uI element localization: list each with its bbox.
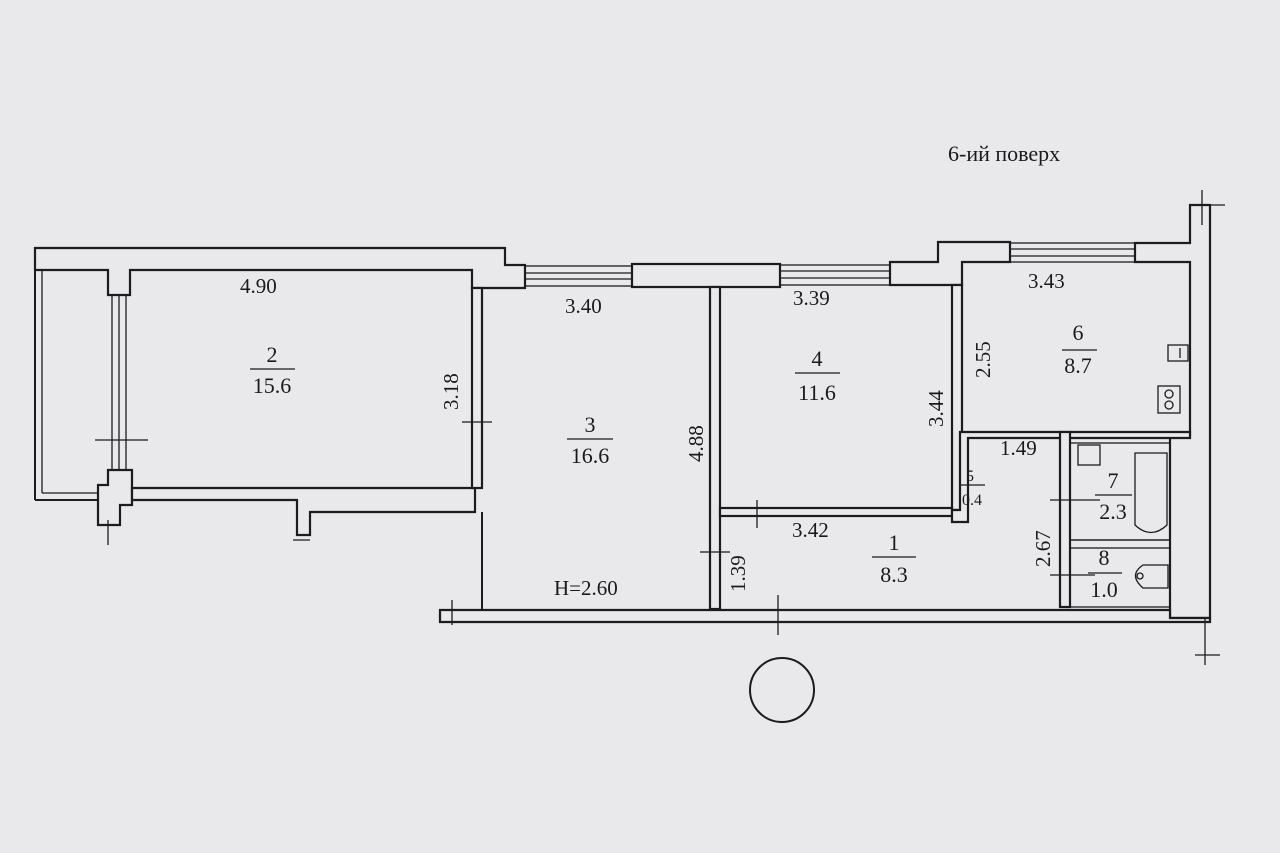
balcony bbox=[34, 270, 148, 545]
bathtub-icon bbox=[1134, 452, 1168, 534]
window bbox=[1009, 242, 1136, 263]
room-number: 6 bbox=[1073, 320, 1084, 345]
room-area: 2.3 bbox=[1099, 499, 1127, 524]
room-area: 0.4 bbox=[962, 492, 982, 509]
room-5-label: 5 0.4 bbox=[960, 468, 985, 509]
dim-room1-depth: 1.39 bbox=[726, 555, 750, 592]
room-number: 5 bbox=[966, 468, 974, 485]
dim-room2-depth: 3.18 bbox=[439, 373, 463, 410]
dim-room1-width: 3.42 bbox=[792, 518, 829, 542]
washbasin-icon bbox=[1077, 444, 1101, 466]
stove-icon bbox=[1157, 385, 1181, 414]
fixtures bbox=[1077, 344, 1189, 589]
room-area: 15.6 bbox=[253, 373, 292, 398]
dim-hall-width: 1.49 bbox=[1000, 436, 1037, 460]
room-area: 1.0 bbox=[1090, 577, 1118, 602]
room-3-label: 3 16.6 bbox=[567, 412, 613, 468]
dimension-labels: 4.90 3.18 3.40 4.88 3.39 3.44 3.43 2.55 … bbox=[240, 269, 1065, 600]
sink-icon bbox=[1167, 344, 1189, 362]
room-1-label: 1 8.3 bbox=[872, 530, 916, 587]
toilet-icon bbox=[1134, 564, 1169, 589]
room-area: 8.3 bbox=[880, 562, 908, 587]
dim-room6-width: 3.43 bbox=[1028, 269, 1065, 293]
room-4-label: 4 11.6 bbox=[795, 346, 840, 405]
dim-room6-depth: 2.55 bbox=[971, 341, 995, 378]
dim-room3-depth: 4.88 bbox=[684, 425, 708, 462]
room-labels: 2 15.6 3 16.6 4 11.6 6 8.7 5 0.4 7 2.3 bbox=[250, 320, 1132, 602]
dim-bath-depth: 2.67 bbox=[1031, 530, 1055, 567]
window bbox=[779, 264, 891, 286]
room-8-label: 8 1.0 bbox=[1088, 545, 1122, 602]
floor-label: 6-ий поверх bbox=[948, 141, 1060, 166]
dim-room3-width: 3.40 bbox=[565, 294, 602, 318]
room-number: 4 bbox=[812, 346, 823, 371]
room-7-label: 7 2.3 bbox=[1095, 468, 1132, 524]
room-6-label: 6 8.7 bbox=[1062, 320, 1097, 378]
stamp-circle bbox=[749, 657, 815, 723]
dim-room4-depth: 3.44 bbox=[924, 390, 948, 427]
window bbox=[524, 265, 633, 287]
dim-room4-width: 3.39 bbox=[793, 286, 830, 310]
room-number: 8 bbox=[1099, 545, 1110, 570]
dim-room2-width: 4.90 bbox=[240, 274, 277, 298]
ceiling-height: H=2.60 bbox=[554, 576, 618, 600]
room-number: 1 bbox=[889, 530, 900, 555]
room-2-label: 2 15.6 bbox=[250, 342, 295, 398]
room-number: 3 bbox=[585, 412, 596, 437]
room-number: 2 bbox=[267, 342, 278, 367]
walls bbox=[33, 190, 1225, 665]
room-area: 11.6 bbox=[798, 380, 836, 405]
room-number: 7 bbox=[1108, 468, 1119, 493]
room-area: 16.6 bbox=[571, 443, 610, 468]
room-area: 8.7 bbox=[1064, 353, 1092, 378]
